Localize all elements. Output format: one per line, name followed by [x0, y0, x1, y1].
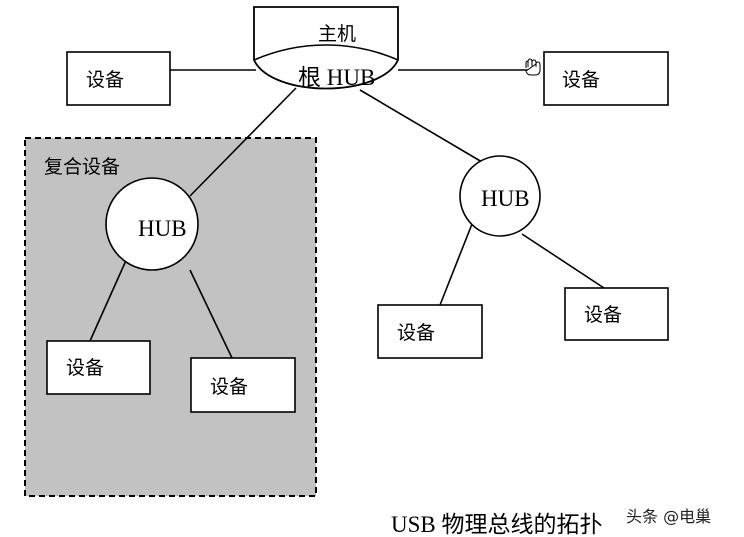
device-box-right-hub-1 [377, 304, 483, 359]
device-box-top-right [543, 51, 669, 106]
watermark: 头条 @电巢 [626, 507, 712, 526]
hand-cursor-icon [525, 58, 541, 76]
connection-lines [89, 69, 605, 359]
device-label-composite-1: 设备 [66, 357, 105, 379]
composite-device-label: 复合设备 [44, 156, 121, 178]
root-hub-label: 根 HUB [298, 65, 376, 90]
link-composite-hub-device-2 [189, 269, 233, 359]
right-hub-circle [459, 155, 541, 237]
device-label-composite-2: 设备 [210, 376, 249, 398]
device-label-top-left: 设备 [86, 69, 125, 91]
link-root-hub-composite-hub [189, 87, 297, 197]
link-root-hub-right-hub [359, 89, 483, 163]
device-box-composite-1 [46, 340, 151, 395]
device-label-right-hub-2: 设备 [584, 304, 623, 326]
composite-hub-label: HUB [138, 216, 187, 241]
link-right-hub-device-2 [521, 233, 605, 289]
host-root-hub-shape [253, 6, 399, 90]
device-box-right-hub-2 [564, 287, 669, 341]
root-hub-divider [253, 44, 399, 61]
link-right-hub-device-1 [439, 223, 473, 306]
right-hub-label: HUB [481, 186, 530, 211]
host-label: 主机 [318, 23, 357, 45]
device-box-top-left [66, 51, 171, 106]
diagram-caption: USB 物理总线的拓扑 [391, 512, 603, 537]
device-box-composite-2 [190, 357, 296, 413]
link-composite-hub-device-1 [89, 255, 129, 342]
device-label-top-right: 设备 [562, 69, 601, 91]
composite-hub-circle [105, 177, 199, 271]
device-label-right-hub-1: 设备 [397, 322, 436, 344]
